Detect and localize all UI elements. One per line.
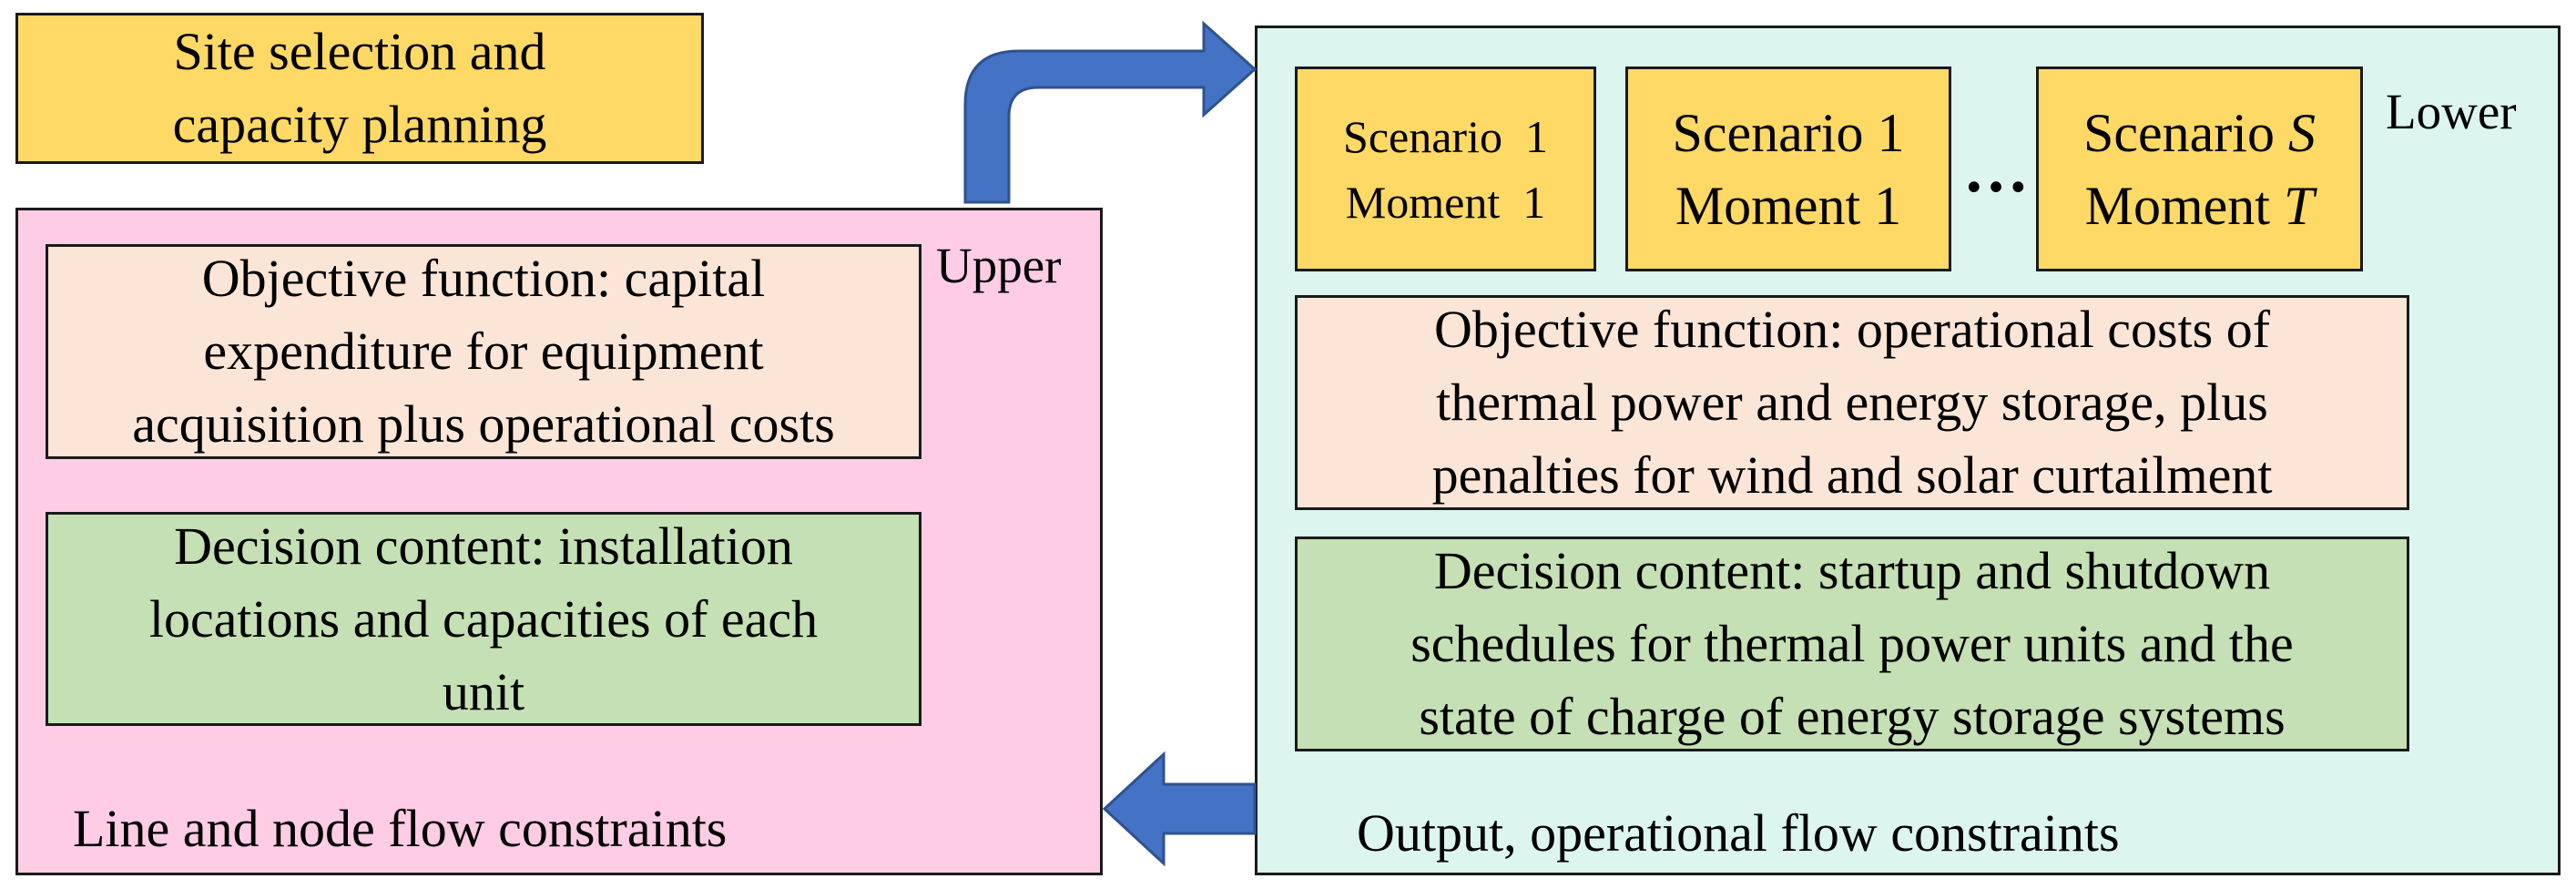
site-selection-line-2: capacity planning bbox=[172, 95, 547, 154]
scenario-box-2: Scenario 1 Moment 1 bbox=[1625, 66, 1951, 271]
lower-decision-line-2: schedules for thermal power units and th… bbox=[1410, 614, 2294, 673]
scenario-box-3-line-1: Scenario S bbox=[2083, 102, 2316, 163]
upper-objective-line-1: Objective function: capital bbox=[201, 249, 766, 308]
lower-objective-line-3: penalties for wind and solar curtailment bbox=[1431, 445, 2273, 505]
scenario-box-2-line-1: Scenario 1 bbox=[1672, 102, 1905, 163]
upper-objective-box: Objective function: capital expenditure … bbox=[46, 244, 921, 459]
lower-level-label: Lower bbox=[2386, 84, 2517, 139]
lower-objective-line-1: Objective function: operational costs of bbox=[1433, 300, 2271, 359]
lower-footer-text: Output, operational flow constraints bbox=[1357, 803, 2120, 863]
upper-decision-line-2: locations and capacities of each bbox=[148, 588, 819, 649]
scenario-box-2-line-2: Moment 1 bbox=[1675, 175, 1902, 236]
scenario-box-3-line-2: Moment T bbox=[2084, 175, 2315, 236]
scenario-box-3: Scenario S Moment T bbox=[2036, 66, 2363, 271]
upper-level-label: Upper bbox=[936, 238, 1062, 293]
scenario-ellipsis: … bbox=[1963, 133, 2029, 206]
upper-objective-line-2: expenditure for equipment bbox=[203, 322, 764, 381]
lower-decision-line-1: Decision content: startup and shutdown bbox=[1433, 541, 2271, 600]
scenario-box-1: Scenario 1 Moment 1 bbox=[1295, 66, 1596, 271]
site-selection-box: Site selection and capacity planning bbox=[15, 13, 704, 164]
site-selection-line-1: Site selection and bbox=[173, 22, 546, 81]
lower-decision-line-3: state of charge of energy storage system… bbox=[1419, 687, 2286, 746]
scenario-box-1-line-1: Scenario 1 bbox=[1343, 110, 1548, 162]
upper-decision-box: Decision content: installation locations… bbox=[46, 512, 921, 726]
lower-objective-line-2: thermal power and energy storage, plus bbox=[1436, 373, 2268, 432]
lower-to-upper-arrow bbox=[1102, 751, 1257, 867]
lower-decision-box: Decision content: startup and shutdown s… bbox=[1295, 536, 2409, 751]
upper-footer-text: Line and node flow constraints bbox=[73, 799, 728, 858]
upper-to-lower-arrow bbox=[963, 20, 1257, 204]
lower-objective-box: Objective function: operational costs of… bbox=[1295, 295, 2409, 510]
scenario-box-1-line-2: Moment 1 bbox=[1345, 176, 1546, 228]
upper-decision-line-1: Decision content: installation bbox=[174, 516, 793, 576]
upper-objective-line-3: acquisition plus operational costs bbox=[132, 394, 835, 454]
upper-decision-line-3: unit bbox=[442, 661, 525, 721]
